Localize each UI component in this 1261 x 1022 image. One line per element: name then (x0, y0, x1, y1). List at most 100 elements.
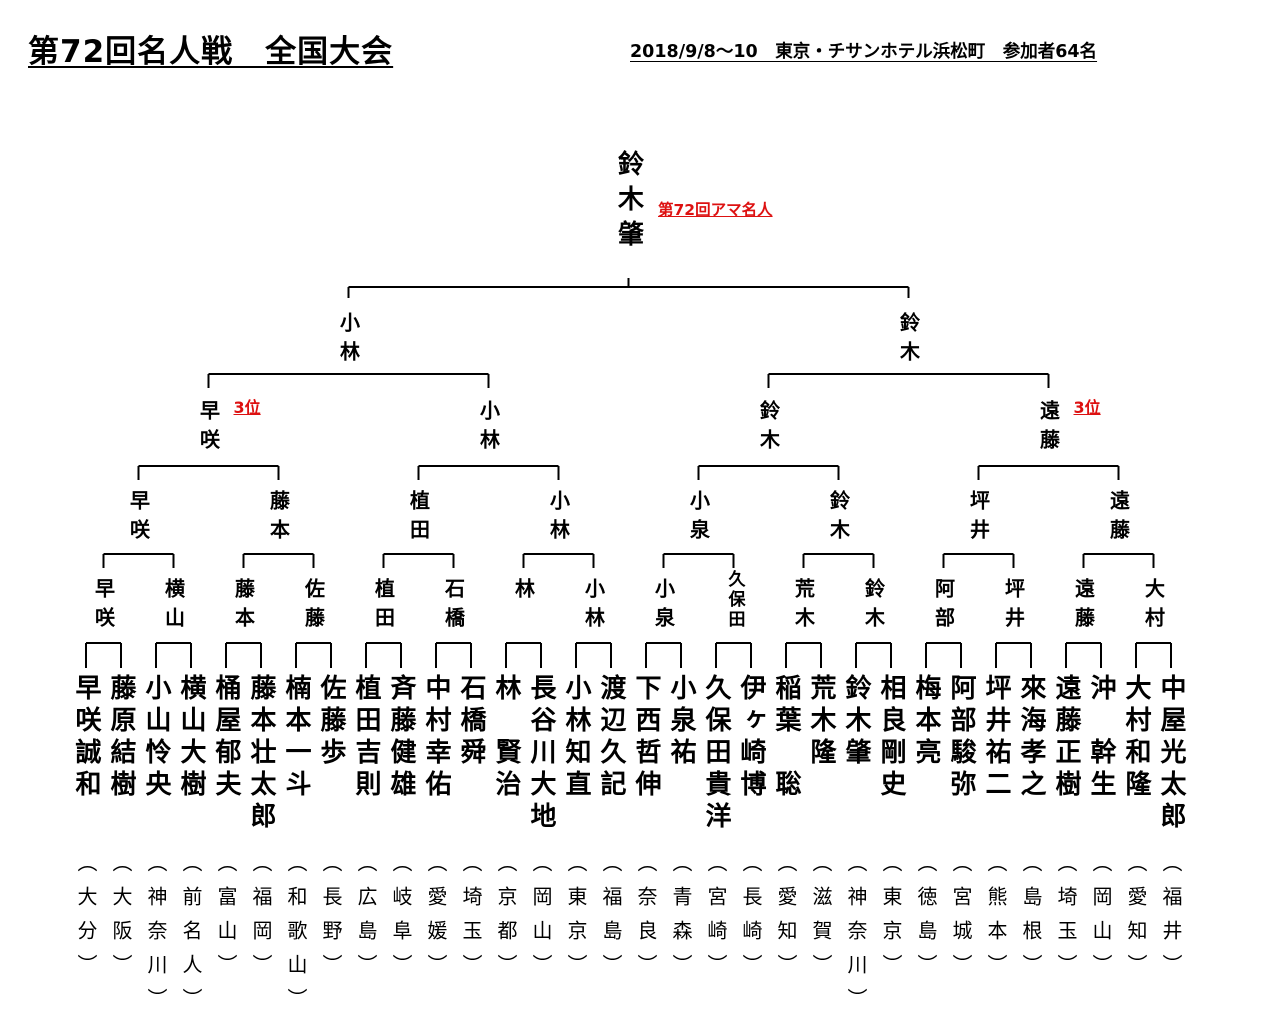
prefecture-label: 熊本 (984, 886, 1008, 954)
player-name: 稲葉 聡 (771, 674, 801, 802)
quarterfinal-winner: 遠藤 (1036, 400, 1061, 458)
champion-name: 鈴木肇 (613, 150, 644, 255)
prefecture-label: 神奈川 (844, 886, 868, 988)
player-name: 林 賢治 (491, 674, 521, 802)
player-prefecture: （富山） (214, 852, 238, 988)
player-name: 來海孝之 (1016, 674, 1046, 802)
player-name: 楠本一斗 (281, 674, 311, 802)
player-prefecture: （前名人） (179, 852, 203, 1022)
prefecture-label: 徳島 (914, 886, 938, 954)
player-prefecture: （宮崎） (704, 852, 728, 988)
tournament-info: 2018/9/8～10 東京・チサンホテル浜松町 参加者64名 (630, 42, 1098, 62)
prefecture-label: 愛媛 (424, 886, 448, 954)
player-name: 久保田貴洋 (701, 674, 731, 834)
player-name: 下西哲伸 (631, 674, 661, 802)
quarterfinal-winner: 小林 (476, 400, 501, 458)
prefecture-label: 京都 (494, 886, 518, 954)
player-name: 大村和隆 (1121, 674, 1151, 802)
round32-winner: 小林 (581, 578, 606, 636)
round32-winner: 大村 (1141, 578, 1166, 636)
prefecture-label: 広島 (354, 886, 378, 954)
player-prefecture: （滋賀） (809, 852, 833, 988)
player-prefecture: （島根） (1019, 852, 1043, 988)
player-name: 小山怜央 (141, 674, 171, 802)
player-prefecture: （京都） (494, 852, 518, 988)
player-prefecture: （徳島） (914, 852, 938, 988)
player-prefecture: （福井） (1159, 852, 1183, 988)
prefecture-label: 東京 (879, 886, 903, 954)
player-name: 坪井祐二 (981, 674, 1011, 802)
player-prefecture: （東京） (564, 852, 588, 988)
player-prefecture: （岡山） (1089, 852, 1113, 988)
player-prefecture: （広島） (354, 852, 378, 988)
round32-winner: 佐藤 (301, 578, 326, 636)
round32-winner: 早咲 (91, 578, 116, 636)
player-prefecture: （宮城） (949, 852, 973, 988)
player-name: 遠藤正樹 (1051, 674, 1081, 802)
round32-winner: 荒木 (791, 578, 816, 636)
prefecture-label: 前名人 (179, 886, 203, 988)
player-prefecture: （福島） (599, 852, 623, 988)
round32-winner: 久保田 (724, 570, 745, 630)
player-prefecture: （岐阜） (389, 852, 413, 988)
prefecture-label: 岐阜 (389, 886, 413, 954)
round32-winner: 横山 (161, 578, 186, 636)
player-name: 相良剛史 (876, 674, 906, 802)
player-prefecture: （愛媛） (424, 852, 448, 988)
round32-winner: 遠藤 (1071, 578, 1096, 636)
prefecture-label: 大阪 (109, 886, 133, 954)
prefecture-label: 長崎 (739, 886, 763, 954)
prefecture-label: 青森 (669, 886, 693, 954)
round32-winner: 坪井 (1001, 578, 1026, 636)
third-place-badge: 3位 (233, 398, 261, 417)
player-name: 鈴木肇 (841, 674, 871, 770)
round16-winner: 小泉 (686, 490, 711, 548)
player-name: 荒木隆 (806, 674, 836, 770)
player-name: 渡辺久記 (596, 674, 626, 802)
player-name: 小泉祐 (666, 674, 696, 770)
prefecture-label: 東京 (564, 886, 588, 954)
prefecture-label: 愛知 (1124, 886, 1148, 954)
player-name: 小林知直 (561, 674, 591, 802)
quarterfinal-winner: 鈴木 (756, 400, 781, 458)
player-name: 中屋光太郎 (1156, 674, 1186, 834)
player-prefecture: （神奈川） (144, 852, 168, 1022)
prefecture-label: 和歌山 (284, 886, 308, 988)
prefecture-label: 奈良 (634, 886, 658, 954)
player-prefecture: （愛知） (1124, 852, 1148, 988)
prefecture-label: 宮城 (949, 886, 973, 954)
semifinal-winner: 鈴木 (896, 312, 921, 370)
prefecture-label: 福島 (599, 886, 623, 954)
round32-winner: 石橋 (441, 578, 466, 636)
player-name: 梅本亮 (911, 674, 941, 770)
player-prefecture: （奈良） (634, 852, 658, 988)
player-prefecture: （埼玉） (459, 852, 483, 988)
player-prefecture: （青森） (669, 852, 693, 988)
player-prefecture: （和歌山） (284, 852, 308, 1022)
player-name: 藤本壮太郎 (246, 674, 276, 834)
prefecture-label: 岡山 (1089, 886, 1113, 954)
player-name: 石橋舜 (456, 674, 486, 770)
semifinal-winner: 小林 (336, 312, 361, 370)
player-prefecture: （東京） (879, 852, 903, 988)
champion-title-note: 第72回アマ名人 (658, 201, 773, 219)
player-name: 早咲誠和 (71, 674, 101, 802)
prefecture-label: 埼玉 (1054, 886, 1078, 954)
prefecture-label: 岡山 (529, 886, 553, 954)
player-prefecture: （大分） (74, 852, 98, 988)
round16-winner: 坪井 (966, 490, 991, 548)
player-name: 植田吉則 (351, 674, 381, 802)
round32-winner: 小泉 (651, 578, 676, 636)
player-name: 横山大樹 (176, 674, 206, 802)
round32-winner: 阿部 (931, 578, 956, 636)
player-prefecture: （岡山） (529, 852, 553, 988)
player-name: 長谷川大地 (526, 674, 556, 834)
round16-winner: 遠藤 (1106, 490, 1131, 548)
round16-winner: 藤本 (266, 490, 291, 548)
player-prefecture: （大阪） (109, 852, 133, 988)
round16-winner: 早咲 (126, 490, 151, 548)
round16-winner: 鈴木 (826, 490, 851, 548)
prefecture-label: 滋賀 (809, 886, 833, 954)
round32-winner: 鈴木 (861, 578, 886, 636)
